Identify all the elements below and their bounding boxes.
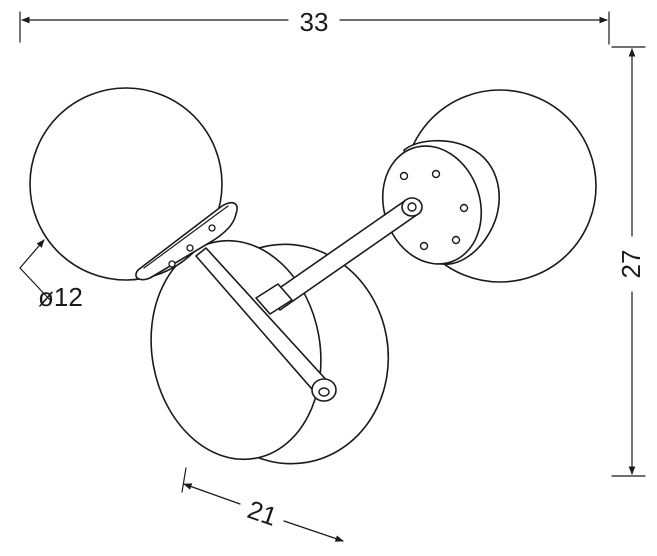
depth-extension-left (181, 467, 187, 493)
right-arm (255, 197, 423, 315)
height-label: 27 (616, 250, 646, 279)
width-label: 33 (300, 7, 329, 37)
width-dimension: 33 (19, 7, 610, 45)
depth-dimension: 21 (181, 467, 344, 542)
depth-dimension-line-left (183, 483, 241, 505)
lamp-illustration (29, 87, 597, 465)
right-globe-holder (381, 139, 500, 265)
shade-diameter-annotation: ø12 (19, 239, 83, 312)
shade-diameter-leader (19, 239, 51, 301)
depth-dimension-line-right (283, 520, 344, 542)
left-globe-holder (135, 201, 238, 281)
left-globe-shade (29, 87, 223, 281)
depth-label: 21 (244, 494, 281, 532)
shade-diameter-label: ø12 (38, 282, 83, 312)
height-dimension: 27 (611, 46, 646, 477)
left-arm (195, 247, 337, 402)
